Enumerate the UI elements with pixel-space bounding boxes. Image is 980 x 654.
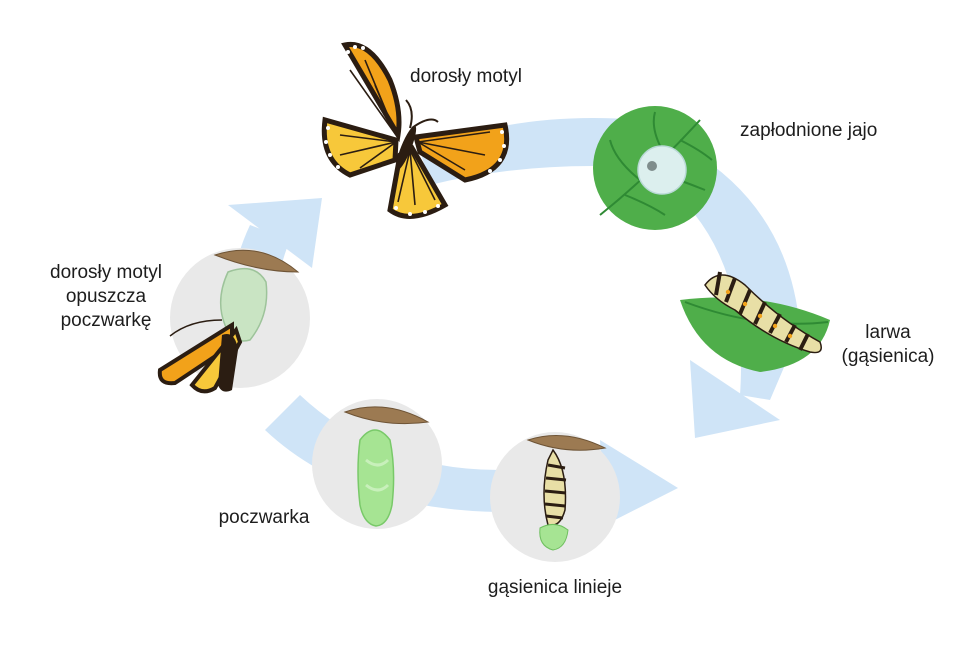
label-emerging-line3: poczwarkę (61, 310, 152, 331)
egg-embryo (647, 161, 657, 171)
label-emerging-line2: opuszcza (66, 286, 147, 307)
butterfly-left-hindwing (321, 116, 399, 178)
emerging-body (218, 334, 238, 392)
label-egg: zapłodnione jajo (740, 120, 877, 141)
emerging-antenna (169, 319, 223, 337)
hanging-caterpillar-icon (490, 432, 620, 562)
butterfly-icon (321, 41, 510, 219)
butterfly-right-hindwing (387, 144, 449, 219)
chrysalis-icon (312, 399, 442, 529)
caterpillar-body (704, 271, 822, 354)
pupa-body (357, 429, 395, 527)
arrow-head-left (228, 198, 322, 268)
arrow-head-right (690, 360, 780, 438)
label-emerging-line1: dorosły motyl (50, 262, 162, 283)
molting-twig (526, 435, 607, 451)
emerging-butterfly-icon (157, 248, 310, 394)
caterpillar-leaf (680, 297, 830, 372)
label-adult: dorosły motyl (410, 66, 522, 87)
pupa-twig (343, 406, 430, 425)
egg-shape (637, 145, 687, 195)
label-larva-line2: (gąsienica) (842, 346, 935, 367)
emerging-wing-left (157, 321, 234, 386)
label-molting: gąsienica linieje (488, 577, 622, 598)
emerging-twig (213, 249, 300, 273)
egg-on-leaf-icon (593, 106, 717, 230)
caterpillar-on-leaf-icon (680, 271, 830, 372)
butterfly-left-forewing (341, 41, 402, 143)
label-larva-line1: larwa (865, 322, 911, 343)
molting-skin (539, 524, 569, 551)
label-pupa: poczwarka (219, 507, 310, 528)
butterfly-body (395, 125, 417, 171)
butterfly-antennae (405, 99, 439, 129)
